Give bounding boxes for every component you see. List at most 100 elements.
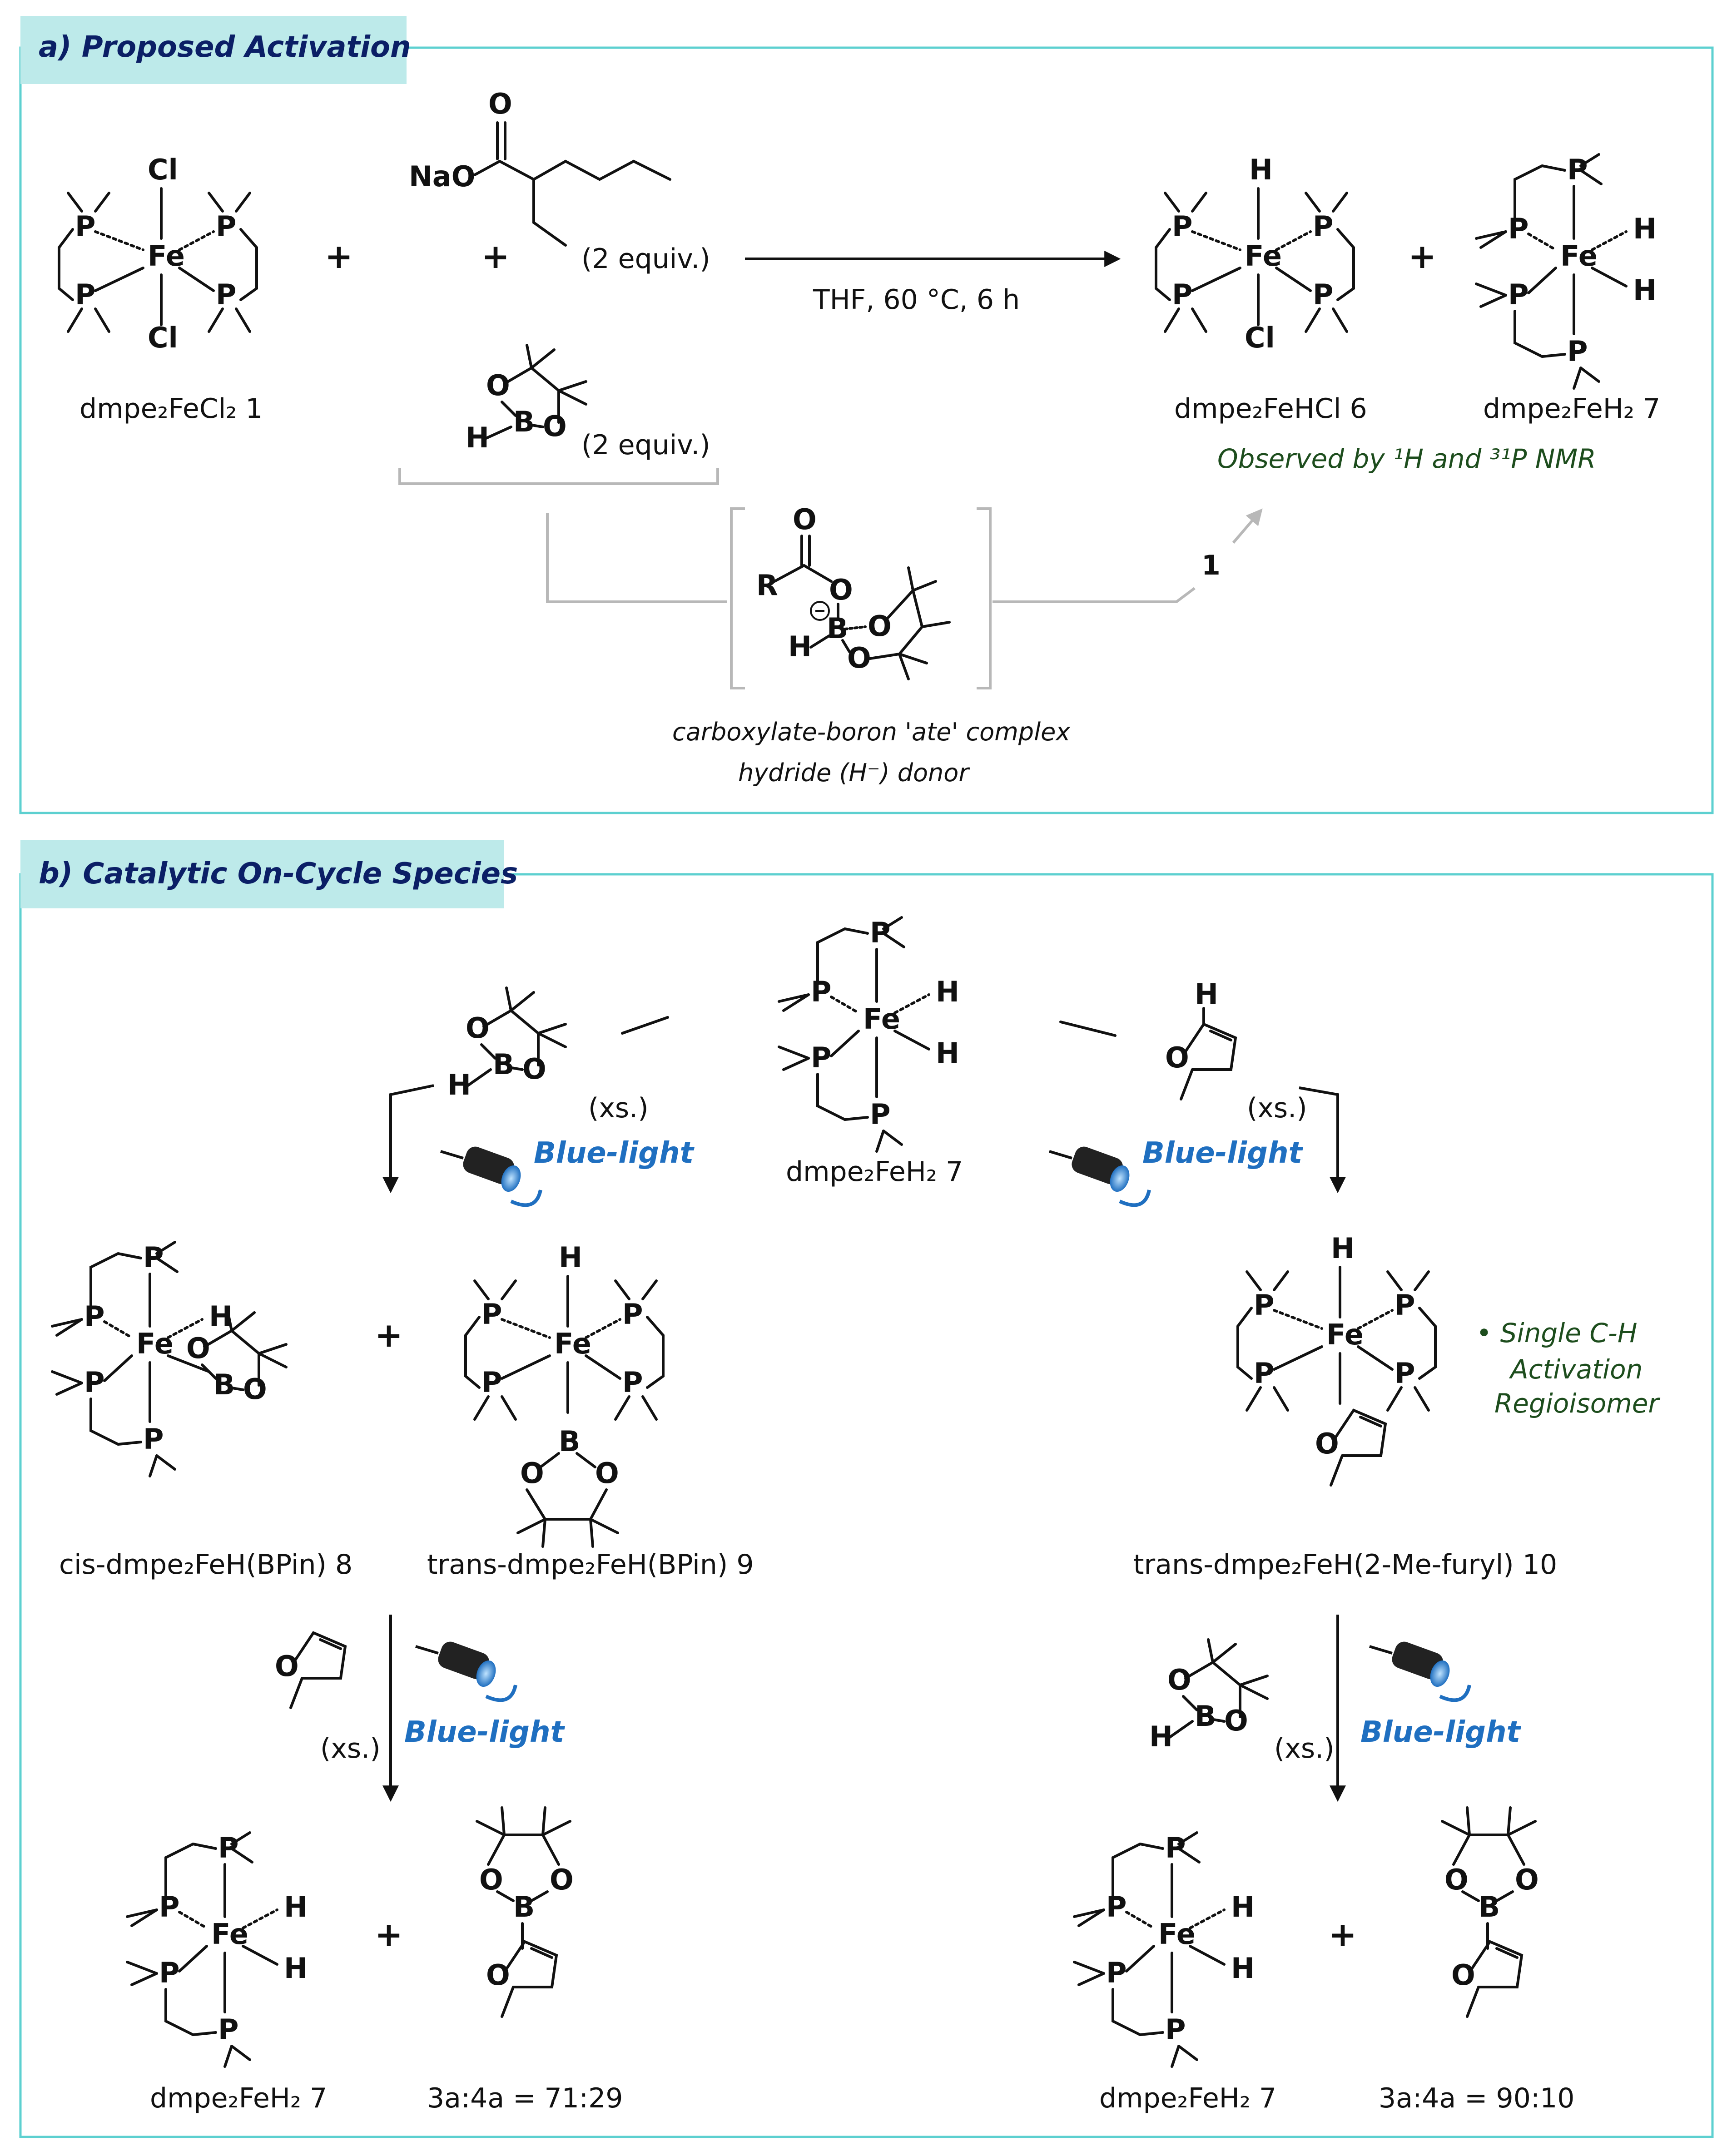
svg-text:O: O — [1444, 1863, 1469, 1896]
svg-text:H: H — [284, 1952, 308, 1985]
svg-text:R: R — [756, 569, 778, 602]
svg-text:Cl: Cl — [148, 321, 178, 354]
blue-light-label: Blue-light — [1142, 1136, 1304, 1170]
complex-8-label: cis-dmpe₂FeH(BPin) 8 — [59, 1549, 352, 1581]
blue-light-icon — [1049, 1144, 1149, 1205]
borylated-furan-structure: B O O — [476, 1806, 574, 2017]
pathway-line — [546, 513, 727, 603]
complex-10-structure: H — [1238, 1232, 1435, 1485]
panel-b-frame — [19, 873, 1714, 2138]
svg-text:O: O — [1515, 1863, 1539, 1896]
complex-9-structure: H B O O — [466, 1241, 663, 1548]
svg-text:H: H — [1231, 1952, 1255, 1985]
connector-line — [621, 1016, 669, 1035]
reaction-conditions: THF, 60 °C, 6 h — [813, 284, 1020, 316]
svg-text:Cl: Cl — [1245, 321, 1275, 354]
svg-text:B: B — [1479, 1890, 1500, 1923]
complex-8-structure: H — [52, 1241, 286, 1476]
svg-text:NaO: NaO — [409, 160, 475, 193]
plus-sign: + — [325, 237, 353, 276]
plus-sign: + — [1329, 1915, 1357, 1954]
plus-sign: + — [375, 1915, 403, 1954]
panel-a-frame — [19, 46, 1714, 814]
complex-9-label: trans-dmpe₂FeH(BPin) 9 — [427, 1549, 754, 1581]
svg-text:Cl: Cl — [148, 153, 178, 186]
hbpin-structure: H — [447, 988, 566, 1101]
complex-6-structure: H Cl — [1156, 153, 1354, 354]
hbpin-equiv: (2 equiv.) — [581, 429, 710, 461]
blue-light-icon — [441, 1144, 541, 1205]
reagent-bracket — [398, 468, 719, 485]
svg-text:H: H — [1331, 1232, 1355, 1265]
plus-sign: + — [1408, 237, 1436, 276]
right-ratio: 3a:4a = 90:10 — [1379, 2082, 1574, 2114]
svg-text:O: O — [868, 610, 892, 643]
svg-text:O: O — [550, 1863, 574, 1896]
svg-text:H: H — [559, 1241, 582, 1274]
complex-7-left-product-structure: H H — [127, 1831, 308, 2067]
blue-light-label: Blue-light — [1360, 1715, 1522, 1749]
xs-label: (xs.) — [588, 1092, 649, 1124]
complex-7-right-product-structure: H H — [1074, 1831, 1255, 2067]
hbpin-structure: H — [1149, 1640, 1267, 1753]
ate-complex-caption-1: carboxylate-boron 'ate' complex — [672, 718, 1071, 746]
methylfuran-structure: H — [1165, 977, 1236, 1099]
complex-1-label: dmpe₂FeCl₂ 1 — [79, 393, 263, 425]
regioisomer-note-3: Regioisomer — [1494, 1388, 1660, 1419]
blue-light-label: Blue-light — [404, 1715, 566, 1749]
regioisomer-note-2: Activation — [1509, 1354, 1643, 1385]
panel-b-title-tab — [20, 840, 504, 908]
svg-text:H: H — [1195, 977, 1218, 1011]
blue-light-icon — [1370, 1639, 1469, 1700]
svg-text:O: O — [595, 1457, 619, 1490]
svg-text:H: H — [1249, 153, 1273, 186]
borylated-furan-structure: B O O — [1441, 1806, 1539, 2017]
ate-complex-bracket-right — [977, 507, 992, 689]
hbpin-structure: H — [466, 345, 586, 454]
regioisomer-note-1: • Single C-H — [1476, 1318, 1637, 1348]
ate-complex-bracket-left — [730, 507, 745, 689]
svg-text:H: H — [788, 630, 812, 663]
svg-text:O: O — [479, 1863, 503, 1896]
ate-complex-caption-2: hydride (H⁻) donor — [738, 758, 970, 787]
blue-light-icon — [416, 1639, 516, 1700]
complex-1-structure: Cl Cl — [59, 153, 257, 354]
xs-label: (xs.) — [1247, 1092, 1307, 1124]
panel-a-title: a) Proposed Activation — [39, 30, 411, 64]
sodium-carboxylate-structure: O NaO — [409, 87, 671, 247]
svg-text:O: O — [520, 1457, 544, 1490]
pathway-arrow-label: 1 — [1201, 550, 1221, 581]
svg-text:O: O — [488, 87, 512, 120]
panel-b-title: b) Catalytic On-Cycle Species — [39, 857, 518, 891]
complex-7-right-product-label: dmpe₂FeH₂ 7 — [1099, 2082, 1276, 2114]
xs-label: (xs.) — [320, 1733, 381, 1764]
svg-text:H: H — [936, 975, 959, 1008]
connector-line — [1059, 1021, 1117, 1037]
left-ratio: 3a:4a = 71:29 — [427, 2082, 623, 2114]
methylfuran-structure — [275, 1633, 345, 1708]
svg-text:H: H — [1231, 1890, 1255, 1923]
pathway-arrow — [1232, 508, 1263, 544]
complex-10-label: trans-dmpe₂FeH(2-Me-furyl) 10 — [1133, 1549, 1557, 1581]
left-down-arrow — [382, 1084, 434, 1194]
svg-text:O: O — [793, 503, 817, 536]
nmr-observation: Observed by ¹H and ³¹P NMR — [1217, 443, 1596, 474]
pathway-line — [993, 587, 1196, 603]
svg-text:H: H — [284, 1890, 308, 1923]
carboxylate-equiv: (2 equiv.) — [581, 243, 710, 275]
svg-text:H: H — [1633, 273, 1657, 307]
right-down-arrow — [1299, 1086, 1346, 1194]
svg-text:O: O — [847, 641, 871, 674]
complex-7-left-product-label: dmpe₂FeH₂ 7 — [150, 2082, 327, 2114]
complex-7-label: dmpe₂FeH₂ 7 — [1483, 393, 1660, 425]
svg-text:H: H — [936, 1036, 959, 1070]
svg-text:B: B — [513, 1890, 535, 1923]
xs-label: (xs.) — [1274, 1733, 1335, 1764]
svg-text:O: O — [829, 573, 853, 606]
plus-sign: + — [481, 237, 510, 276]
complex-6-label: dmpe₂FeHCl 6 — [1174, 393, 1367, 425]
panel-a-title-tab — [20, 16, 407, 84]
plus-sign: + — [375, 1316, 403, 1355]
complex-7-center-structure: H H — [779, 916, 959, 1151]
